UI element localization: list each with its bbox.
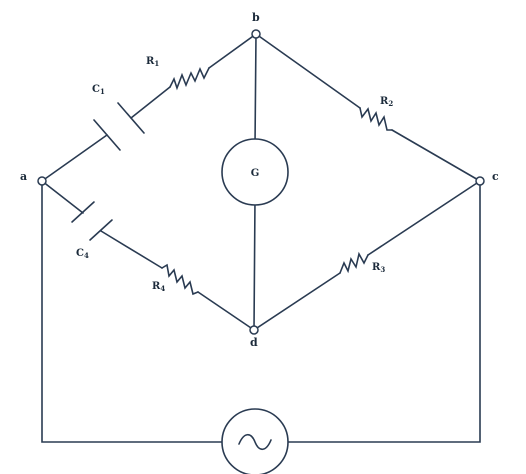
capacitor-c4-label: C4 [76,248,89,260]
capacitor-c1-label: C1 [92,84,105,96]
wire-r2-c [391,129,481,182]
wire-c-source [287,180,481,443]
wire-a-c1 [41,134,108,182]
resistor-r2: R2 [359,96,393,131]
capacitor-c1-plate-2 [117,102,145,134]
galvanometer: G [221,138,289,206]
wire-c-r3 [367,180,481,256]
resistor-r3-label: R3 [372,262,385,274]
terminal-d [249,325,259,335]
sine-wave-icon [238,433,272,451]
capacitor-c1-plate-1 [93,119,121,151]
resistor-r2-label: R2 [380,96,393,108]
node-label-a: a [20,170,27,183]
wire-c4-r4 [100,230,163,269]
capacitor-c1: C1 [92,84,145,151]
wire-r4-d [197,291,255,331]
resistor-r3: R3 [339,251,385,274]
capacitor-c4-plate-2 [89,219,113,241]
node-label-c: c [492,170,499,183]
capacitor-c4-plate-1 [71,201,95,223]
wire-a-c4 [41,180,84,214]
terminals [37,29,485,335]
ac-source [221,408,289,474]
wires [41,33,481,443]
resistor-r3-zigzag [339,251,369,274]
galvanometer-label: G [251,168,260,179]
wire-r3-d [253,272,341,331]
terminal-b [251,29,261,39]
wire-c1-r1 [130,86,171,119]
wire-a-source [41,180,223,443]
resistor-r4: R4 [152,263,199,296]
capacitor-c4: C4 [71,201,113,260]
wire-b-g [254,33,257,147]
terminal-c [475,176,485,186]
wire-g-d [253,197,256,331]
terminal-a [37,176,47,186]
wire-r1-b [208,33,257,69]
resistor-r4-label: R4 [152,281,165,293]
resistor-r2-zigzag [359,107,393,131]
wire-b-r2 [255,33,361,109]
resistor-r1: R1 [146,56,210,91]
node-label-d: d [250,336,258,349]
resistor-r4-zigzag [161,263,199,296]
resistor-r1-zigzag [169,66,210,91]
resistor-r1-label: R1 [146,56,159,68]
node-label-b: b [252,11,260,24]
galvanometer-circle [221,138,289,206]
